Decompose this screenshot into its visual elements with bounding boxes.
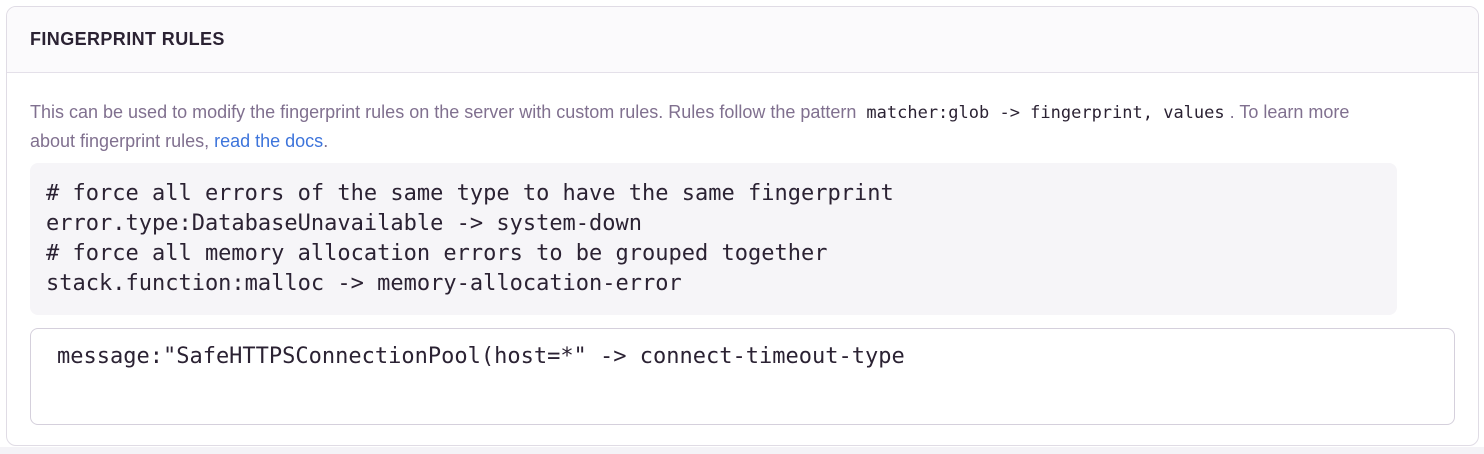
page-background-strip [0, 447, 1484, 454]
panel-body: This can be used to modify the fingerpri… [7, 73, 1478, 445]
pattern-inline-code: matcher:glob -> fingerprint, values [866, 103, 1225, 123]
read-the-docs-link[interactable]: read the docs [214, 131, 324, 151]
panel-header: FINGERPRINT RULES [7, 7, 1478, 73]
description-period: . [323, 131, 329, 151]
description-text-before-code: This can be used to modify the fingerpri… [30, 102, 862, 122]
description-text-after-code: . To learn more about fingerprint rules, [30, 102, 1350, 151]
settings-page: FINGERPRINT RULES This can be used to mo… [0, 6, 1484, 454]
panel-title: FINGERPRINT RULES [30, 29, 225, 49]
example-code-block: # force all errors of the same type to h… [30, 163, 1397, 315]
fingerprint-rules-panel: FINGERPRINT RULES This can be used to mo… [6, 6, 1479, 446]
fingerprint-rules-textarea[interactable]: message:"SafeHTTPSConnectionPool(host=*"… [30, 328, 1455, 425]
panel-description: This can be used to modify the fingerpri… [30, 98, 1370, 155]
